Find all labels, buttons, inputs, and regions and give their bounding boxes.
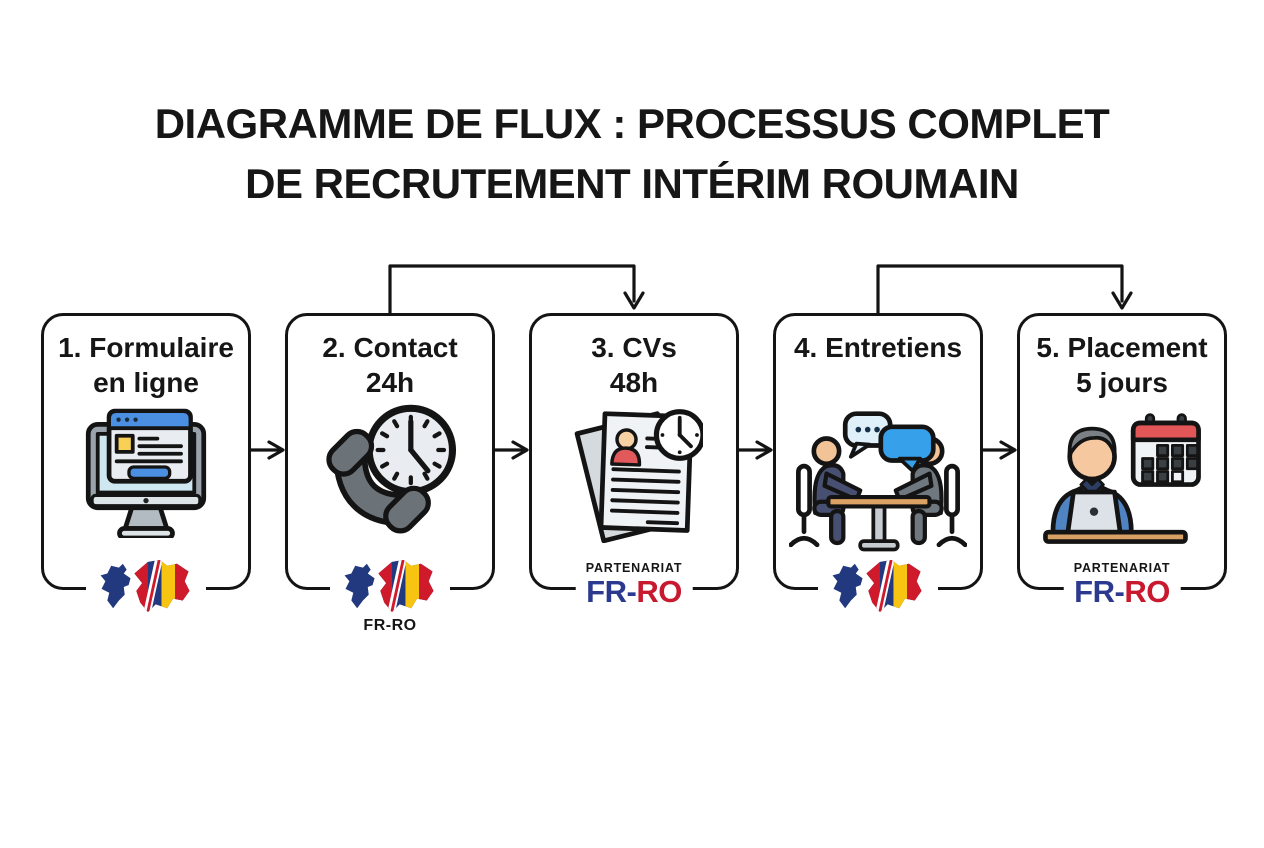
bypass-arrow-step4-step5: [876, 264, 1124, 315]
wordmark-ro: RO: [636, 573, 682, 609]
step-title-line1: 3. CVs: [591, 332, 677, 363]
step-icon-wrap: [288, 396, 492, 538]
partnership-label: PARTENARIAT: [1073, 561, 1171, 575]
phone-clock-icon: [326, 404, 457, 534]
arrowhead-step3-step4: [755, 440, 773, 460]
online-form-monitor-icon: [85, 408, 207, 538]
arrowhead-step1-step2: [267, 440, 285, 460]
step-title: 2. Contact 24h: [288, 330, 492, 400]
france-romania-flags-icon: [100, 559, 190, 613]
fr-ro-wordmark: FR-RO: [586, 573, 682, 609]
step-title: 1. Formulaire en ligne: [44, 330, 248, 400]
step-icon-wrap: [776, 408, 980, 558]
step-title: 5. Placement 5 jours: [1020, 330, 1224, 400]
page-title-line1: DIAGRAMME DE FLUX : PROCESSUS COMPLET: [154, 100, 1110, 147]
partnership-label: PARTENARIAT: [585, 561, 683, 575]
step-title-line2: en ligne: [93, 367, 199, 398]
step-box-1-formulaire: 1. Formulaire en ligne: [41, 313, 251, 616]
cv-documents-clock-icon: [574, 409, 703, 543]
step-title-line2: 48h: [609, 367, 659, 398]
interview-table-icon: [789, 411, 967, 552]
step-title: 4. Entretiens: [776, 330, 980, 365]
step-icon-wrap: [1020, 404, 1224, 554]
step-title-line1: 2. Contact: [322, 332, 458, 363]
step-icon-wrap: [44, 396, 248, 538]
wordmark-fr: FR-: [586, 573, 637, 609]
step-title-line1: 4. Entretiens: [793, 332, 963, 363]
france-romania-flags-badge: FR-RO: [330, 558, 450, 635]
step-title-line1: 5. Placement: [1036, 332, 1208, 363]
france-map-shape: [832, 563, 863, 609]
france-romania-flags-icon: [832, 559, 922, 613]
bypass-arrowhead-step2-step3: [623, 291, 645, 310]
france-romania-flags-badge: [818, 558, 938, 616]
bypass-arrow-step2-step3: [388, 264, 636, 315]
desk-worker-calendar-icon: [1043, 413, 1201, 544]
step-title: 3. CVs 48h: [532, 330, 736, 400]
step-box-4-entretiens: 4. Entretiens: [773, 313, 983, 616]
step-title-line1: 1. Formulaire: [58, 332, 234, 363]
partnership-wordmark-badge: PARTENARIAT FR-RO: [1063, 561, 1181, 609]
wordmark-ro: RO: [1124, 573, 1170, 609]
step-box-3-cvs: 3. CVs 48h: [529, 313, 739, 608]
step-title-line2: 24h: [365, 367, 415, 398]
step-icon-wrap: [532, 396, 736, 543]
arrowhead-step2-step3: [511, 440, 529, 460]
france-map-shape: [344, 563, 375, 609]
partnership-wordmark-badge: PARTENARIAT FR-RO: [575, 561, 693, 609]
arrowhead-step4-step5: [999, 440, 1017, 460]
bypass-arrowhead-step4-step5: [1111, 291, 1133, 310]
france-map-shape: [100, 563, 131, 609]
france-romania-flags-badge: [86, 558, 206, 616]
step-box-5-placement: 5. Placement 5 jours: [1017, 313, 1227, 608]
step-title-line2: 5 jours: [1076, 367, 1168, 398]
step-box-2-contact: 2. Contact 24h: [285, 313, 495, 635]
wordmark-fr: FR-: [1074, 573, 1125, 609]
france-romania-flags-icon: [344, 559, 434, 613]
page-title: DIAGRAMME DE FLUX : PROCESSUS COMPLET DE…: [0, 94, 1264, 214]
flags-badge-label: FR-RO: [363, 617, 417, 634]
fr-ro-wordmark: FR-RO: [1074, 573, 1170, 609]
page-title-line2: DE RECRUTEMENT INTÉRIM ROUMAIN: [245, 160, 1019, 208]
